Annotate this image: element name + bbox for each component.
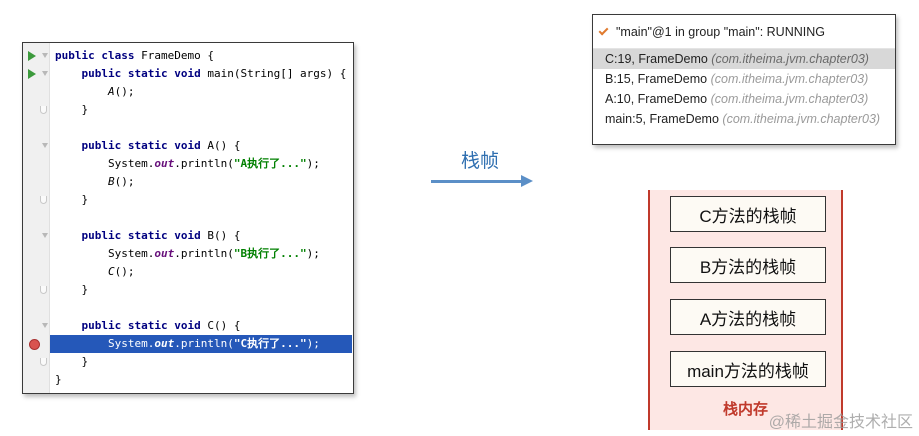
code-text: } [55,103,89,116]
code-text: } [55,373,62,386]
frame-package: (com.itheima.jvm.chapter03) [710,92,869,106]
code-line[interactable] [23,299,353,317]
arrow-right-icon [521,175,533,187]
thread-selector[interactable]: "main"@1 in group "main": RUNNING [593,15,895,49]
fold-end-icon[interactable] [23,191,50,209]
frame-package: (com.itheima.jvm.chapter03) [711,52,869,66]
code-line[interactable]: public class FrameDemo { [23,47,353,65]
frame-package: (com.itheima.jvm.chapter03) [722,112,881,126]
code-text: System.out.println("C执行了..."); [55,337,320,350]
gutter-cell [23,173,50,191]
code-text: A(); [107,85,135,98]
code-editor[interactable]: public class FrameDemo { public static v… [22,42,354,394]
frame-location: C:19, FrameDemo [605,52,712,66]
code-line[interactable]: C(); [23,263,353,281]
code-text: System.out.println("A执行了..."); [55,157,320,170]
code-line[interactable]: public static void C() { [23,317,353,335]
stack-frame-a: A方法的栈帧 [670,299,826,335]
arrow-line [431,180,523,183]
gutter-cell [23,263,50,281]
code-text: public class FrameDemo { [55,49,214,62]
frame-list: C:19, FrameDemo (com.itheima.jvm.chapter… [593,49,895,129]
code-line[interactable]: } [23,101,353,119]
code-line[interactable]: public static void A() { [23,137,353,155]
run-icon[interactable] [23,65,50,83]
code-line[interactable] [23,209,353,227]
debugger-frames-panel[interactable]: "main"@1 in group "main": RUNNING C:19, … [592,14,896,145]
stack-frame-item[interactable]: B:15, FrameDemo (com.itheima.jvm.chapter… [593,69,895,89]
frame-location: A:10, FrameDemo [605,92,711,106]
thread-label: "main"@1 in group "main": RUNNING [616,24,825,39]
frame-location: B:15, FrameDemo [605,72,711,86]
code-line[interactable]: A(); [23,83,353,101]
gutter-cell [23,119,50,137]
code-text: public static void B() { [81,229,241,242]
stack-frame-main: main方法的栈帧 [670,351,826,387]
code-line[interactable]: System.out.println("A执行了..."); [23,155,353,173]
fold-end-icon[interactable] [23,281,50,299]
arrow-label: 栈帧 [461,151,500,172]
gutter-cell [23,83,50,101]
code-line[interactable]: System.out.println("B执行了..."); [23,245,353,263]
code-line-highlighted[interactable]: System.out.println("C执行了..."); [29,335,352,353]
frame-package: (com.itheima.jvm.chapter03) [710,72,869,86]
code-text: public static void C() { [81,319,241,332]
code-text: C(); [107,265,135,278]
code-line[interactable]: public static void B() { [23,227,353,245]
watermark: @稀土掘金技术社区 [768,414,913,431]
fold-icon[interactable] [23,317,50,335]
code-line[interactable] [23,119,353,137]
stack-frame-b: B方法的栈帧 [670,247,826,283]
fold-icon[interactable] [23,227,50,245]
gutter-cell [23,371,50,389]
gutter-cell [23,155,50,173]
code-line[interactable]: public static void main(String[] args) { [23,65,353,83]
checkmark-icon [598,25,609,35]
gutter-cell [23,299,50,317]
code-text: B(); [107,175,135,188]
gutter-cell [23,245,50,263]
code-line[interactable]: } [23,191,353,209]
stack-frame-item[interactable]: A:10, FrameDemo (com.itheima.jvm.chapter… [593,89,895,109]
code-text: } [55,283,89,296]
editor-gutter[interactable] [23,43,50,393]
fold-end-icon[interactable] [23,353,50,371]
fold-end-icon[interactable] [23,101,50,119]
stack-label: 栈内存 [722,401,768,418]
code-line[interactable]: } [23,371,353,389]
code-line[interactable]: } [23,353,353,371]
code-line[interactable]: B(); [23,173,353,191]
stack-frame-c: C方法的栈帧 [670,196,826,232]
frame-location: main:5, FrameDemo [605,112,723,126]
run-icon[interactable] [23,47,50,65]
code-text: } [55,193,89,206]
gutter-cell [23,209,50,227]
code-text: public static void A() { [81,139,241,152]
code-text: } [55,355,89,368]
fold-icon[interactable] [23,137,50,155]
code-lines: public class FrameDemo { public static v… [23,47,353,389]
code-text: public static void main(String[] args) { [81,67,347,80]
code-text: System.out.println("B执行了..."); [55,247,320,260]
stack-memory: C方法的栈帧 B方法的栈帧 A方法的栈帧 main方法的栈帧 栈内存 [648,190,843,430]
code-line[interactable]: } [23,281,353,299]
stack-frame-item[interactable]: main:5, FrameDemo (com.itheima.jvm.chapt… [593,109,895,129]
stack-frame-item[interactable]: C:19, FrameDemo (com.itheima.jvm.chapter… [593,49,895,69]
breakpoint-icon[interactable] [23,335,50,353]
